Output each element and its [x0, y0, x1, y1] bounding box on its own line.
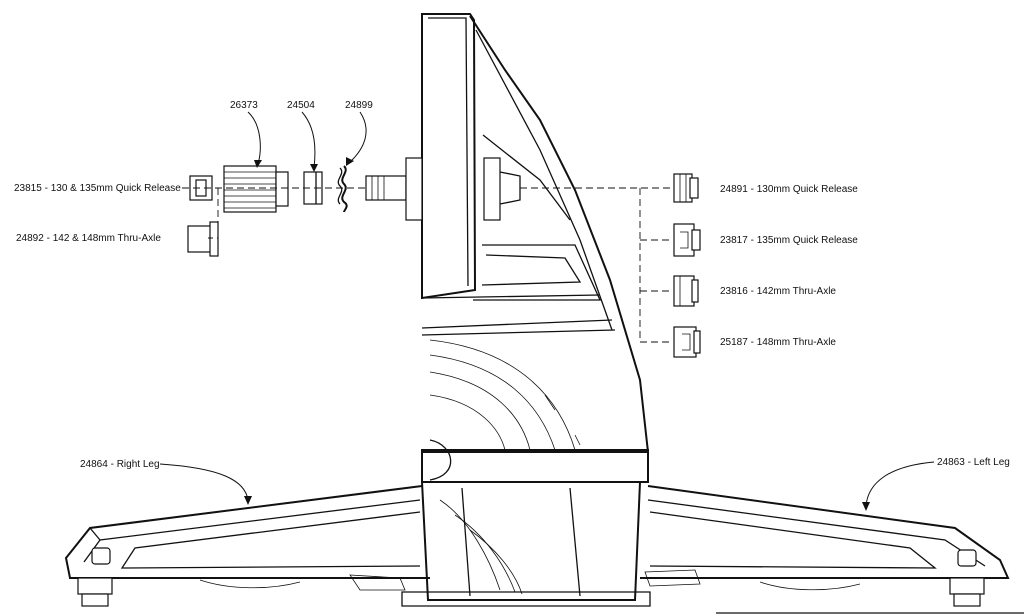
label-thru-142-right: 23816 - 142mm Thru-Axle	[720, 286, 836, 297]
label-qr-130-135-left: 23815 - 130 & 135mm Quick Release	[14, 183, 181, 194]
label-spacer: 24504	[287, 100, 315, 111]
label-thru-142-148-left: 24892 - 142 & 148mm Thru-Axle	[16, 233, 161, 244]
trainer-main-body	[401, 13, 651, 607]
label-hub-body: 26373	[230, 100, 258, 111]
end-cap-135-qr	[673, 223, 701, 257]
freehub-body	[223, 165, 289, 213]
label-qr-135-right: 23817 - 135mm Quick Release	[720, 235, 858, 246]
leader-washer	[346, 111, 367, 166]
wave-washer-part	[341, 165, 348, 213]
leader-left-leg	[862, 461, 935, 511]
label-washer: 24899	[345, 100, 373, 111]
axle-stub	[365, 157, 423, 221]
leader-right-leg	[159, 463, 252, 505]
label-right-leg: 24864 - Right Leg	[80, 459, 160, 470]
leader-spacer	[301, 111, 318, 172]
end-cap-142-thru	[673, 275, 699, 307]
exploded-parts-left	[187, 165, 348, 257]
right-leg-part	[64, 485, 430, 607]
left-leg-part	[640, 485, 1010, 607]
leader-hub-body	[247, 111, 262, 168]
label-thru-148-right: 25187 - 148mm Thru-Axle	[720, 337, 836, 348]
end-cap-130-qr	[673, 173, 699, 203]
thru-axle-connector	[208, 188, 219, 239]
label-left-leg: 24863 - Left Leg	[937, 457, 1010, 468]
end-cap-148-thru	[673, 326, 701, 358]
label-qr-130-right: 24891 - 130mm Quick Release	[720, 184, 858, 195]
